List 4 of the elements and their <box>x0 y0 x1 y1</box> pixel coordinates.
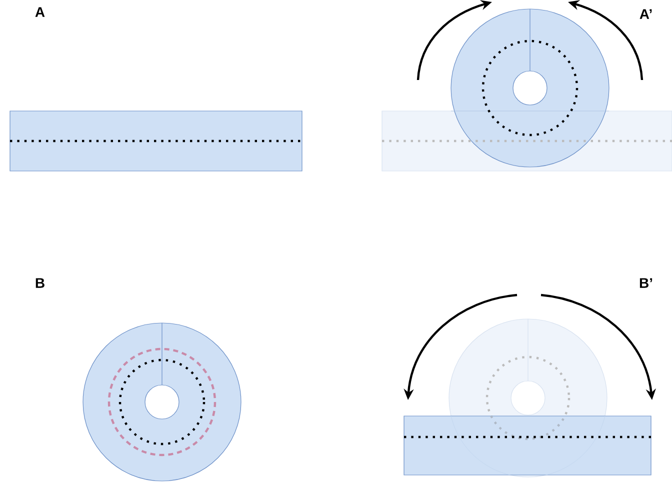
panel-label: B’ <box>640 278 652 288</box>
panel-label: A <box>35 7 45 17</box>
panel-label: A’ <box>640 9 652 19</box>
panel-label: B <box>36 278 44 288</box>
